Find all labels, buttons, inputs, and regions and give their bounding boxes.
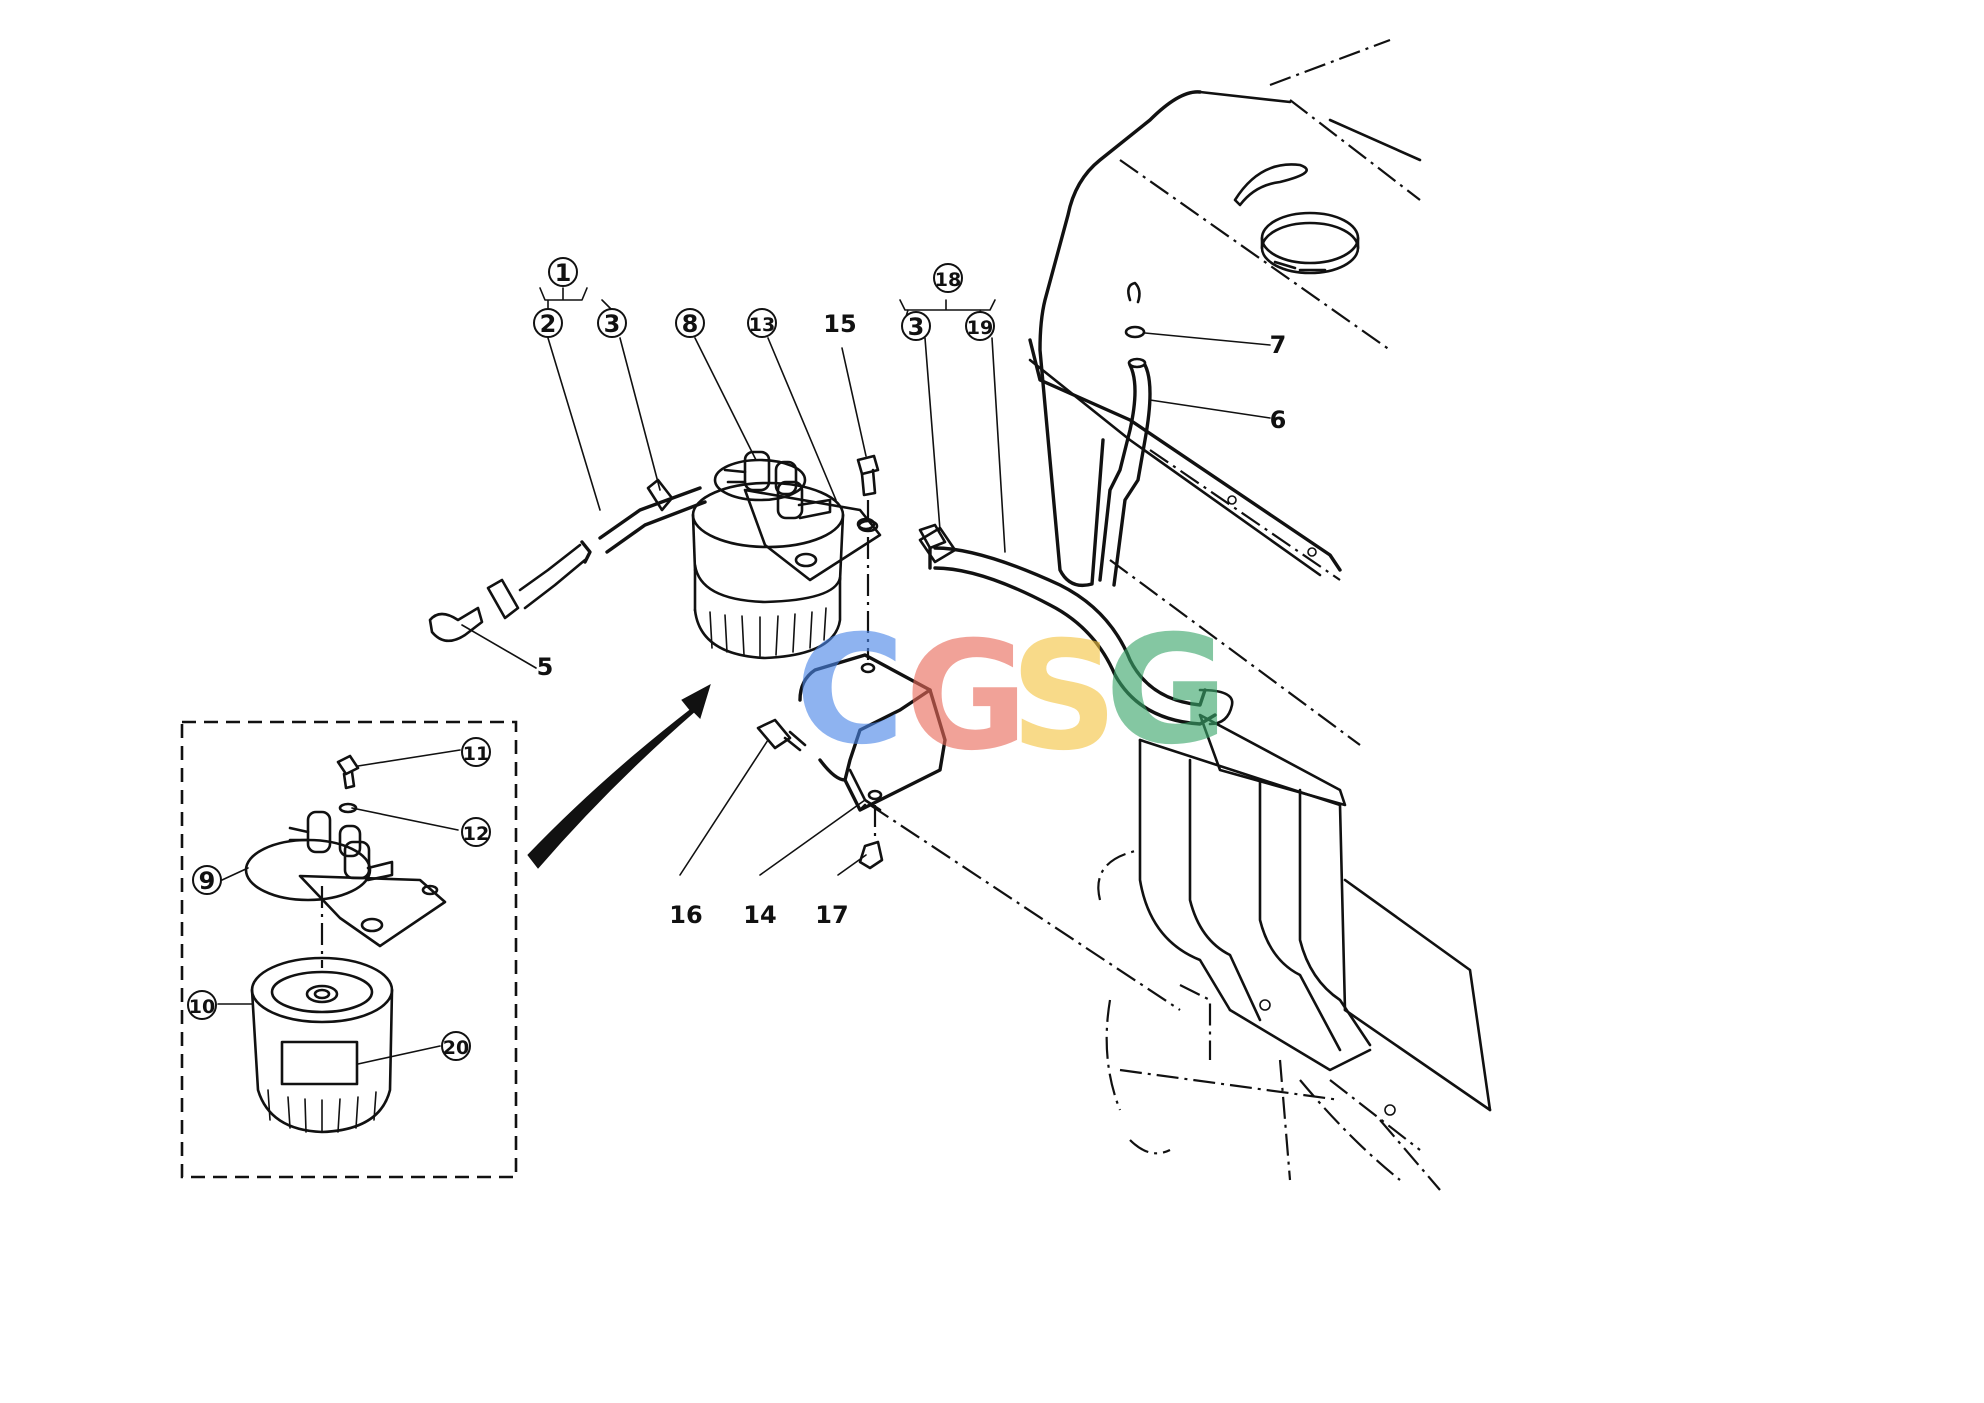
callout-1: 1 [548,257,578,287]
svg-text:11: 11 [463,743,489,765]
watermark-letter-g2: G [1105,604,1228,778]
callout-8: 8 [675,308,705,338]
svg-text:7: 7 [1270,331,1287,359]
svg-text:13: 13 [749,314,775,336]
svg-text:3: 3 [604,310,621,338]
return-hose [918,526,1234,726]
callout-16: 16 [669,901,702,929]
svg-text:2: 2 [540,310,557,338]
fuel-tank [1028,38,1422,588]
cgsg-watermark: C G S G [795,604,1228,784]
svg-text:9: 9 [199,867,216,895]
svg-text:17: 17 [815,901,848,929]
engine-frame [1097,559,1492,1191]
svg-text:8: 8 [682,310,699,338]
leader-lines [217,287,1006,1065]
watermark-letter-c: C [795,604,905,778]
feed-hose [428,478,707,643]
tank-hose [1098,281,1271,587]
hose-clamp-3 [918,523,947,550]
watermark-letter-g1: G [905,610,1028,784]
callout-10: 10 [187,990,217,1020]
callout-3-return: 3 [901,311,931,341]
callout-12: 12 [461,817,491,847]
svg-text:16: 16 [669,901,702,929]
svg-text:6: 6 [1270,406,1287,434]
svg-text:3: 3 [908,313,925,341]
exploded-detail-box [180,720,518,1179]
svg-text:18: 18 [935,269,961,291]
svg-text:12: 12 [463,823,489,845]
watermark-letter-s: S [1010,610,1118,784]
svg-text:19: 19 [967,317,993,339]
callout-19: 19 [965,311,995,341]
callout-17: 17 [815,901,848,929]
callout-20: 20 [441,1031,471,1061]
svg-text:14: 14 [743,901,776,929]
callout-6: 6 [1270,406,1287,434]
callout-2: 2 [533,308,563,338]
callout-15: 15 [823,310,856,338]
callout-9: 9 [192,865,222,895]
callout-11: 11 [461,737,491,767]
svg-text:10: 10 [189,996,215,1018]
callout-5: 5 [537,653,554,681]
callout-13: 13 [747,308,777,338]
svg-text:5: 5 [537,653,554,681]
svg-text:20: 20 [443,1037,469,1059]
svg-text:1: 1 [555,259,572,287]
callout-7: 7 [1270,331,1287,359]
fuel-filter-assembly [691,450,882,660]
callout-14: 14 [743,901,776,929]
callout-18: 18 [933,263,963,293]
svg-text:15: 15 [823,310,856,338]
exploded-view-arrow [527,683,711,869]
bolt-15 [856,454,880,660]
callout-3-clamp: 3 [597,308,627,338]
